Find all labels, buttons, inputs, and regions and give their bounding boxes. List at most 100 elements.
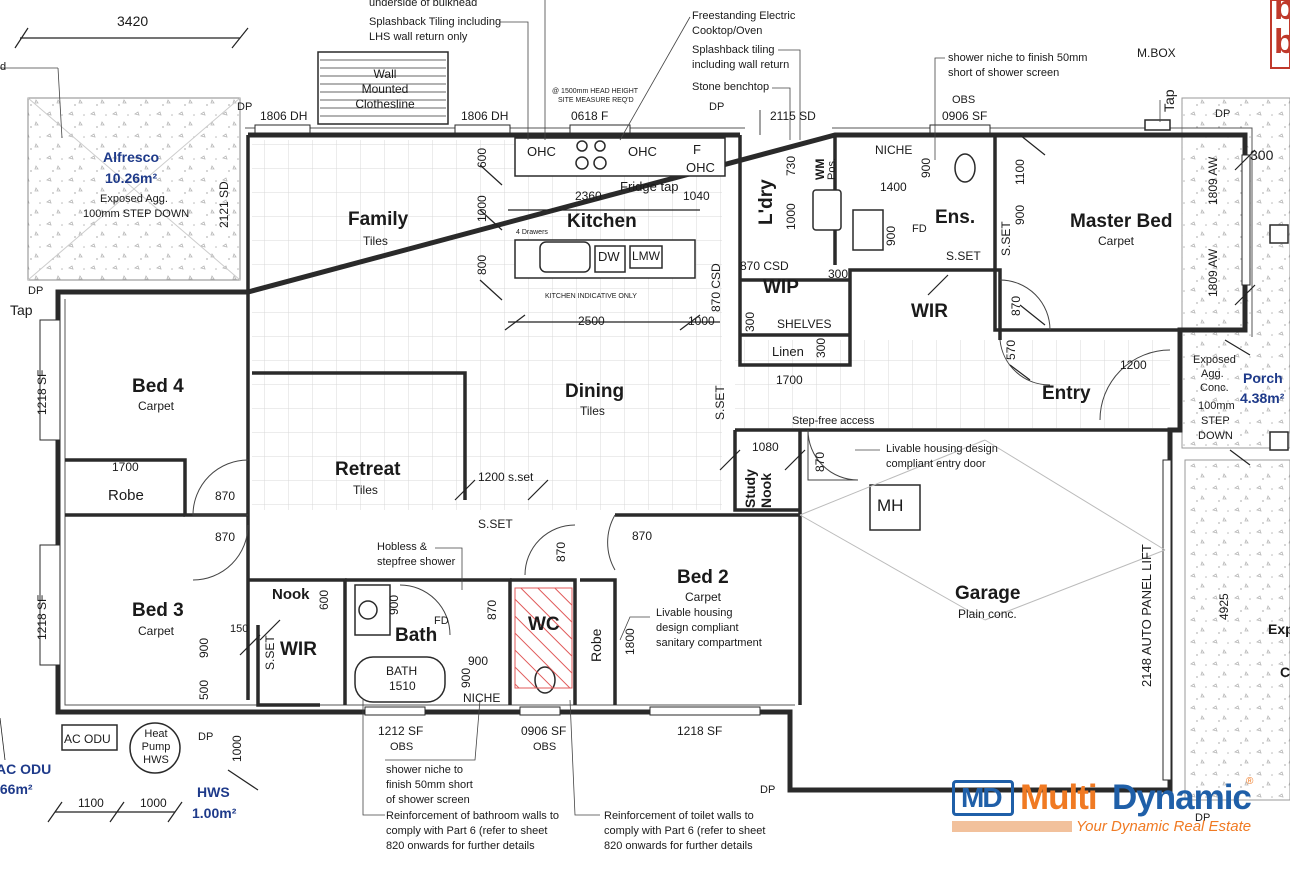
room-dining-name: Dining — [565, 381, 625, 402]
dim-870-entry: 870 — [813, 451, 827, 472]
corner-brand-letter-1: b — [1274, 0, 1290, 27]
note-cooktop-1: Freestanding Electric — [692, 10, 796, 22]
dim-1100: 1100 — [1013, 159, 1027, 185]
dim-600-nook: 600 — [317, 589, 331, 610]
dim-2115-sd: 2115 SD — [770, 109, 816, 123]
dim-1218-sf-b: 1218 SF — [35, 594, 49, 640]
downpipe-label-6: DP — [760, 784, 776, 796]
room-kitchen-name: Kitchen — [567, 211, 637, 232]
ohc-label-3: OHC — [686, 160, 715, 175]
obs-label-wc: OBS — [533, 741, 557, 753]
clothesline-label: Wall Mounted Clothesline — [355, 67, 415, 111]
logo-word-multi: Multi — [1020, 778, 1098, 817]
downpipe-label-4: DP — [28, 285, 44, 297]
note-bulkhead: underside of bulkhead — [369, 0, 478, 9]
note-splashback-1: Splashback Tiling including — [369, 16, 502, 28]
dim-2121-sd: 2121 SD — [217, 181, 231, 228]
porch-finish-3: Conc. — [1200, 382, 1229, 394]
logo-tagline: Your Dynamic Real Estate — [1076, 818, 1252, 835]
tile-grid — [252, 140, 722, 510]
room-bed2-name: Bed 2 — [677, 567, 729, 588]
dim-1100-bottom: 1100 — [78, 796, 104, 810]
dim-730: 730 — [784, 155, 798, 176]
dim-0906-sf-top: 0906 SF — [942, 109, 988, 123]
logo-registered-mark: ® — [1246, 776, 1254, 787]
heat-pump-label: Heat Pump HWS — [141, 728, 171, 766]
room-wip-name: WIP — [763, 277, 799, 298]
ohc-label-2: OHC — [628, 144, 657, 159]
hws-name: HWS — [197, 784, 230, 800]
sset-retreat: S.SET — [478, 517, 513, 531]
porch-slab — [1181, 97, 1290, 801]
sset-wir-bed3: S.SET — [263, 635, 277, 670]
room-bath-name: Bath — [395, 625, 438, 646]
porch-finish-6: DOWN — [1198, 430, 1233, 442]
ac-odu-name: AC ODU — [0, 761, 52, 777]
dim-900-bath-c: 900 — [459, 667, 473, 688]
note-reinforce-bath-1: Reinforcement of bathroom walls to — [386, 810, 560, 822]
note-bath-niche-1: shower niche to — [386, 764, 464, 776]
dim-1000-bottom: 1000 — [140, 796, 167, 810]
windows — [39, 124, 1251, 781]
exposed-partial-b: C — [1280, 664, 1290, 680]
dim-2360: 2360 — [575, 189, 602, 203]
dim-900-ens-a: 900 — [919, 157, 933, 178]
room-bed3-name: Bed 3 — [132, 600, 184, 621]
dim-900-bed3: 900 — [197, 637, 211, 658]
corner-brand-letter-2: b — [1274, 23, 1290, 61]
ensuite-niche-label: NICHE — [875, 143, 913, 157]
logo-mark-text: MD — [961, 782, 1003, 813]
room-family-name: Family — [348, 209, 409, 230]
manhole-label: MH — [877, 496, 904, 515]
meter-box-label: M.BOX — [1137, 46, 1176, 60]
dim-1000-a: 1000 — [475, 195, 489, 222]
note-splashback-3: Splashback tiling — [692, 44, 775, 56]
dim-4925: 4925 — [1217, 593, 1231, 620]
dim-300-wip-a: 300 — [828, 267, 849, 281]
note-sanitary-3: sanitary compartment — [656, 637, 762, 649]
dim-1806-dh-b: 1806 DH — [461, 109, 509, 123]
note-splashback-4: including wall return — [692, 59, 790, 71]
room-family-finish: Tiles — [363, 234, 388, 248]
dim-300-wip-c: 300 — [814, 337, 828, 358]
note-step-free: Step-free access — [792, 415, 875, 427]
dim-900-bath-b: 900 — [468, 654, 489, 668]
fridge-tap-label: Fridge tap — [620, 179, 679, 194]
downpipe-label-3: DP — [1215, 108, 1231, 120]
dim-1212-sf: 1212 SF — [378, 724, 424, 738]
dim-600: 600 — [475, 147, 489, 168]
room-wc-name: WC — [528, 614, 560, 635]
dim-1000-c: 1000 — [688, 314, 715, 328]
room-laundry-name: L'dry — [756, 179, 777, 225]
bath-length-label: 1510 — [389, 679, 416, 693]
dim-1200: 1200 — [1120, 358, 1147, 372]
room-bed3-finish: Carpet — [138, 624, 175, 638]
multi-dynamic-logo: MD Multi Dynamic ® Your Dynamic Real Est… — [952, 776, 1262, 838]
bath-niche-label: NICHE — [463, 691, 501, 705]
door-swings — [192, 110, 1171, 636]
drawers-label: 4 Drawers — [516, 229, 548, 236]
dim-3420: 3420 — [117, 13, 149, 29]
fridge-label: F — [693, 142, 701, 157]
note-ensuite-niche-2: short of shower screen — [948, 67, 1060, 79]
downpipe-label-7: DP — [1195, 812, 1211, 824]
dim-1080: 1080 — [752, 440, 779, 454]
note-sanitary-2: design compliant — [656, 622, 739, 634]
alfresco-slab — [27, 97, 241, 281]
note-bath-niche-2: finish 50mm short — [386, 779, 473, 791]
exposed-partial-a: Exp — [1268, 621, 1290, 637]
room-robe-bed4-name: Robe — [108, 487, 144, 504]
note-reinforce-wc-1: Reinforcement of toilet walls to — [604, 810, 754, 822]
dim-870-csd-b: 870 CSD — [709, 263, 723, 312]
note-bath-niche-3: of shower screen — [386, 794, 470, 806]
dim-870-csd-a: 870 CSD — [740, 259, 789, 273]
dishwasher-label: DW — [598, 249, 620, 264]
garage-door-label: 2148 AUTO PANEL LIFT — [1139, 544, 1154, 687]
note-ensuite-niche-1: shower niche to finish 50mm — [948, 52, 1088, 64]
room-dining-finish: Tiles — [580, 404, 605, 418]
floor-drain-bath: FD — [434, 615, 449, 627]
room-garage-name: Garage — [955, 583, 1021, 604]
kitchen-benches — [514, 137, 726, 279]
room-ensuite-name: Ens. — [935, 207, 976, 228]
dim-500: 500 — [197, 679, 211, 700]
